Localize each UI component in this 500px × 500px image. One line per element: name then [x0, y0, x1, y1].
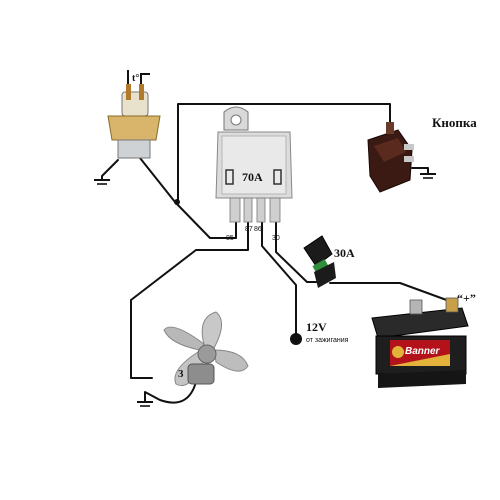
- wire-fuse-to-battery: [329, 282, 453, 311]
- ignition-voltage-label: 12V: [306, 320, 327, 334]
- relay-rating-label: 70A: [242, 170, 263, 184]
- relay-pin-86-label: 86: [254, 226, 262, 233]
- wire-button-to-ground: [411, 167, 429, 175]
- battery-brand-label: Banner: [405, 346, 441, 357]
- fan-number-label: 3: [178, 368, 184, 380]
- ground-symbol-sensor: [94, 179, 110, 185]
- wire-button-to-junction: [177, 103, 391, 203]
- sensor-label: t°: [132, 73, 139, 84]
- button-label: Кнопка: [432, 115, 477, 130]
- relay-pin-87-label: 87: [245, 226, 253, 233]
- ignition-terminal: 12V от зажигания: [290, 320, 349, 345]
- wire-relay86-to-ignition: [261, 221, 297, 336]
- wire-fan-to-ground: [144, 381, 197, 404]
- wire-relay30-to-fuse: [275, 221, 319, 283]
- wire-sensor-to-relay85: [139, 157, 237, 239]
- cooling-fan: 3: [163, 311, 249, 386]
- button-switch: Кнопка: [367, 115, 477, 193]
- wire-sensor-to-ground: [101, 159, 119, 181]
- relay-pin-85-label: 85: [226, 235, 234, 242]
- fuse-rating-label: 30A: [334, 246, 355, 260]
- wires: [101, 103, 453, 404]
- battery-plus-label: “+”: [457, 291, 476, 305]
- relay-pin-30-label: 30: [272, 235, 280, 242]
- wire-junction-dot: [174, 199, 180, 205]
- battery: Banner “+”: [371, 291, 476, 388]
- fuse: 30A: [303, 235, 355, 288]
- ground-symbol-fan: [137, 401, 153, 407]
- ignition-note-label: от зажигания: [306, 337, 349, 344]
- ground-symbol-button: [420, 173, 436, 179]
- temperature-sensor: t°: [107, 70, 161, 159]
- relay: 70A 85 87 86 30: [215, 106, 293, 242]
- wire-relay87-to-fan: [130, 221, 249, 379]
